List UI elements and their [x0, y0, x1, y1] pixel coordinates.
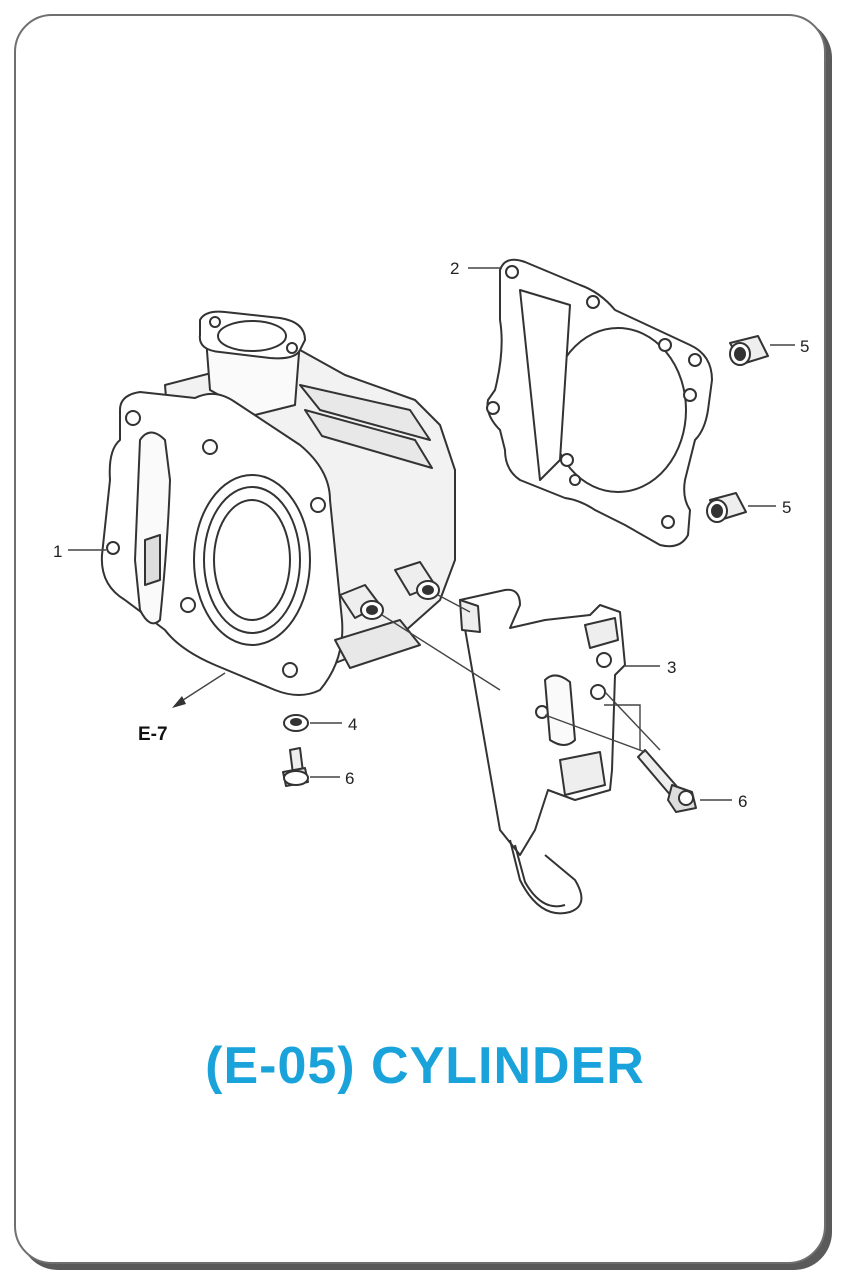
part-gasket — [486, 258, 713, 548]
arrow-icon — [172, 696, 186, 708]
callout-2: 2 — [450, 259, 459, 278]
part-dowel-upper — [729, 335, 769, 366]
part-bolt-left — [282, 747, 309, 787]
part-washer — [283, 714, 309, 732]
leader-lines — [68, 267, 795, 801]
callout-5-lower: 5 — [782, 498, 791, 517]
part-cylinder — [100, 310, 456, 696]
callout-1: 1 — [53, 542, 62, 561]
part-dowel-lower — [706, 492, 747, 523]
page-title: (E-05) CYLINDER — [205, 1037, 645, 1095]
callout-6-right: 6 — [738, 792, 747, 811]
part-bracket — [459, 588, 626, 915]
callout-6-left: 6 — [345, 769, 354, 788]
callout-3: 3 — [667, 658, 676, 677]
callout-4: 4 — [348, 715, 357, 734]
callout-5-upper: 5 — [800, 337, 809, 356]
reference-label: E-7 — [138, 724, 168, 745]
part-bolt-right — [637, 749, 697, 813]
